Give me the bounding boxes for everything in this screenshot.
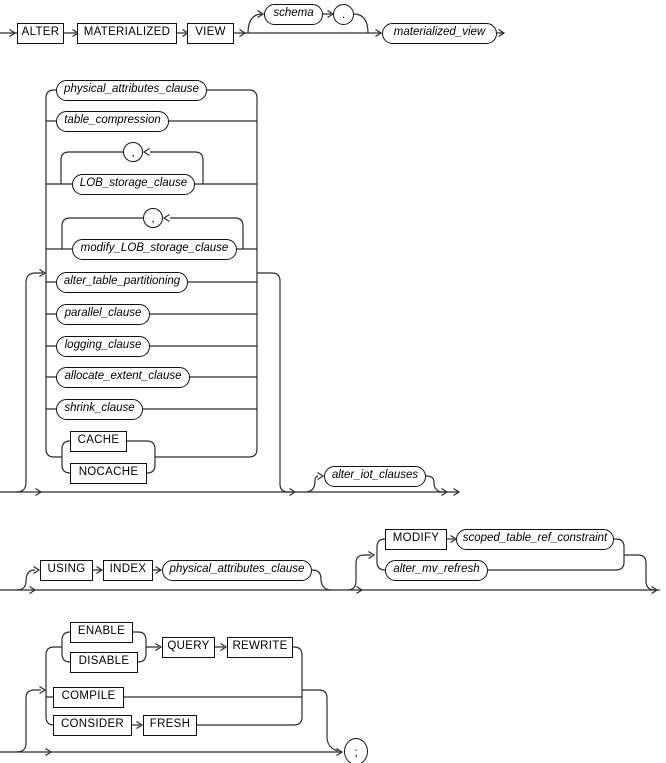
keyword-query: QUERY [162, 636, 215, 658]
keyword-compile: COMPILE [53, 686, 124, 708]
stack-rails [0, 89, 458, 493]
separator-lob-comma: , [123, 142, 143, 162]
separator-dot: . [333, 3, 354, 25]
variable-logging-clause: logging_clause [56, 335, 150, 357]
variable-lob-storage-clause: LOB_storage_clause [72, 173, 195, 195]
variable-alter-iot-clauses: alter_iot_clauses [324, 465, 426, 487]
separator-modify-lob-comma: , [143, 208, 163, 228]
line1-rails [0, 13, 503, 34]
variable-alter-mv-refresh: alter_mv_refresh [385, 559, 488, 581]
keyword-disable: DISABLE [70, 651, 138, 673]
arrowheads-right [9, 9, 659, 757]
keyword-enable: ENABLE [70, 621, 133, 643]
keyword-alter: ALTER [17, 22, 64, 44]
keyword-rewrite: REWRITE [227, 636, 293, 658]
keyword-index: INDEX [103, 559, 153, 581]
variable-physical-attributes-clause: physical_attributes_clause [56, 79, 207, 101]
using-rails [0, 538, 660, 591]
variable-schema: schema [264, 3, 323, 25]
variable-shrink-clause: shrink_clause [56, 398, 143, 420]
keyword-consider: CONSIDER [53, 714, 132, 736]
keyword-fresh: FRESH [143, 714, 197, 736]
keyword-nocache: NOCACHE [70, 462, 147, 484]
variable-table-compression: table_compression [56, 110, 169, 132]
keyword-materialized: MATERIALIZED [77, 22, 177, 44]
separator-semicolon: ; [344, 738, 368, 763]
variable-scoped-table-ref-constraint: scoped_table_ref_constraint [456, 528, 614, 550]
variable-modify-lob-storage-clause: modify_LOB_storage_clause [72, 238, 237, 260]
keyword-cache: CACHE [70, 430, 127, 452]
bottom-rails [0, 631, 342, 753]
variable-physical-attributes-clause-2: physical_attributes_clause [162, 559, 312, 581]
variable-alter-table-partitioning: alter_table_partitioning [56, 271, 188, 293]
keyword-modify: MODIFY [385, 528, 447, 550]
keyword-view: VIEW [187, 22, 234, 44]
variable-allocate-extent-clause: allocate_extent_clause [56, 366, 190, 388]
variable-parallel-clause: parallel_clause [56, 303, 150, 325]
keyword-using: USING [40, 559, 93, 581]
variable-materialized-view: materialized_view [382, 22, 497, 44]
arrowheads-left [142, 147, 170, 223]
